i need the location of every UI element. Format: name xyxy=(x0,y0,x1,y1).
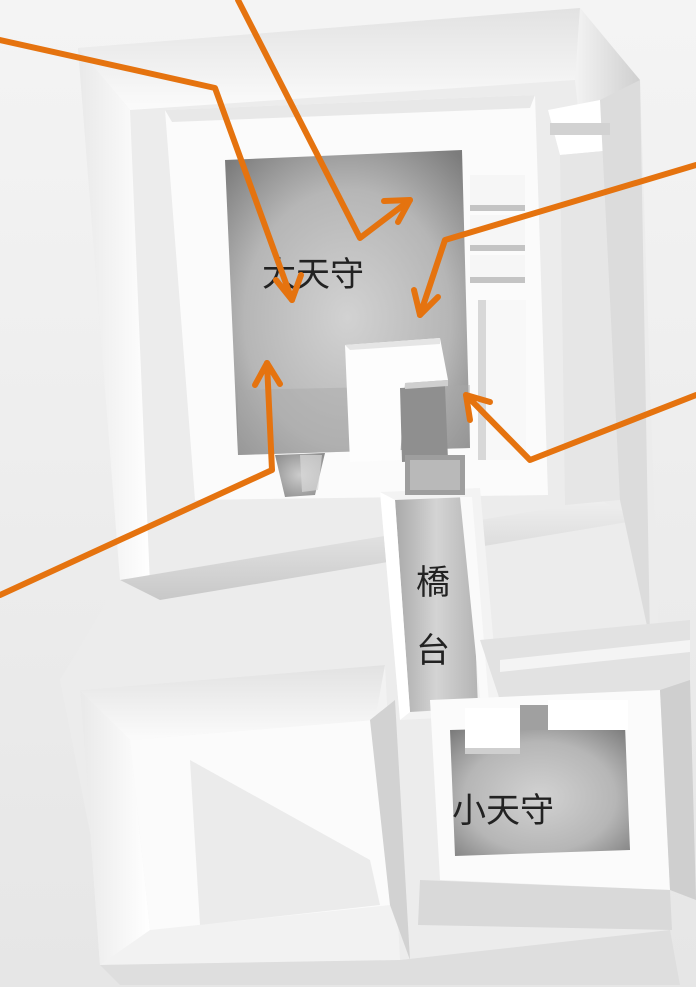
arrow-top-center xyxy=(235,0,413,241)
main-keep-inner-block xyxy=(345,338,448,462)
small-keep-entry xyxy=(465,700,628,754)
small-keep-label: 小天守 xyxy=(452,791,554,831)
small-keep-interior xyxy=(450,725,630,856)
bridge-label-lower: 台 xyxy=(416,631,450,671)
arrow-bottom-left xyxy=(0,360,283,598)
south-foundation xyxy=(100,930,680,985)
bridge-platform xyxy=(380,455,500,720)
east-terrace xyxy=(548,80,650,640)
bridge-label-upper: 橋 xyxy=(416,563,450,603)
arrow-right-upper xyxy=(411,162,696,318)
callout-arrows xyxy=(0,0,696,598)
southwest-block xyxy=(80,665,410,965)
arrow-top-left xyxy=(0,37,304,303)
arrow-right-lower xyxy=(463,392,696,463)
